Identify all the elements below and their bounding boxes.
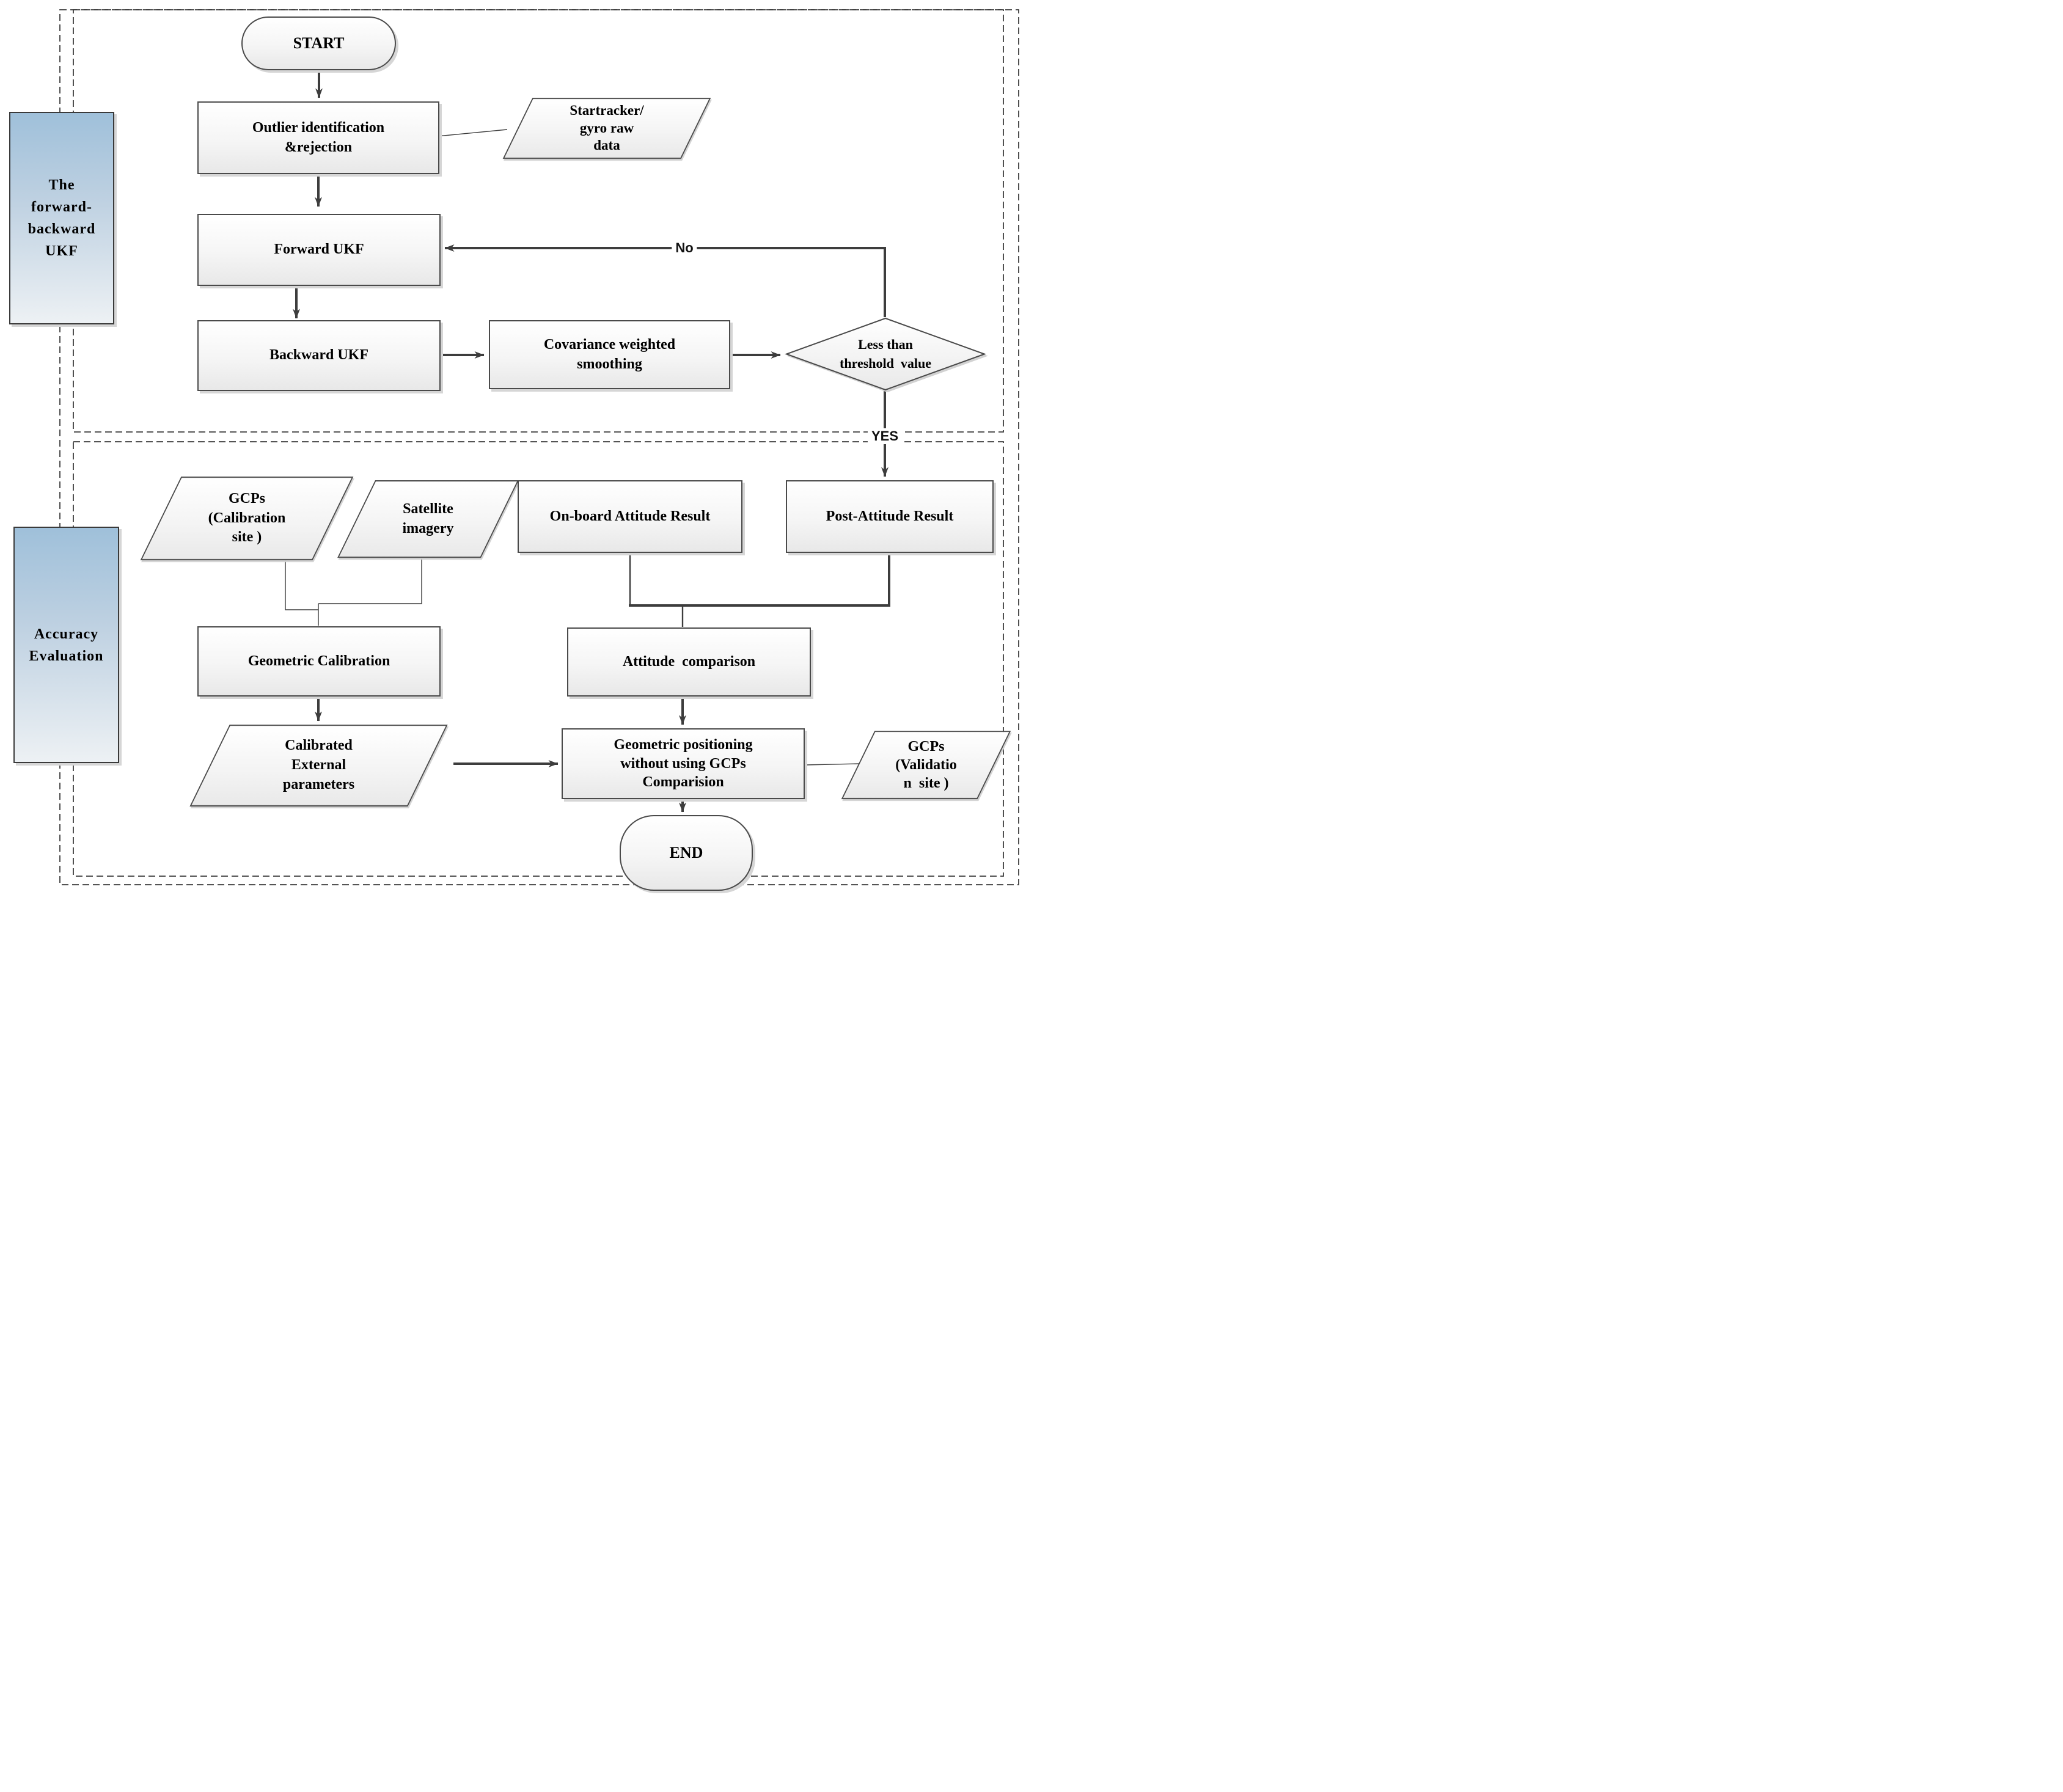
node-gcps-calibration-text: GCPs (Calibration site ) xyxy=(208,490,286,546)
node-gcps-validation-site: GCPs (Validatio n site ) xyxy=(838,731,1014,799)
accuracy-evaluation-section-border xyxy=(73,441,1004,877)
node-forward-ukf: Forward UKF xyxy=(197,214,441,286)
node-backward-ukf-text: Backward UKF xyxy=(269,347,368,364)
edge-label-yes: YES xyxy=(867,428,903,444)
edge-satellite-connector xyxy=(318,558,422,604)
node-end: END xyxy=(620,815,753,891)
node-startracker-gyro-data: Startracker/ gyro raw data xyxy=(497,98,717,159)
edge-label-no: No xyxy=(672,240,697,256)
flowchart-canvas: The forward- backward UKF Accuracy Evalu… xyxy=(0,0,1032,896)
node-calibrated-external-parameters: Calibrated External parameters xyxy=(185,725,452,806)
node-satellite-text: Satellite imagery xyxy=(402,500,454,536)
node-geometric-positioning-text: Geometric positioning without using GCPs… xyxy=(614,736,753,791)
node-attitude-comparison-text: Attitude comparison xyxy=(622,653,756,670)
section-label-accuracy-evaluation: Accuracy Evaluation xyxy=(13,527,119,763)
node-geometric-positioning: Geometric positioning without using GCPs… xyxy=(562,728,805,799)
node-attitude-comparison: Attitude comparison xyxy=(567,627,811,697)
edge-outlier-to-startracker xyxy=(431,129,508,137)
node-outlier-identification: Outlier identification &rejection xyxy=(197,101,439,174)
node-start: START xyxy=(241,16,396,70)
node-satellite-imagery: Satellite imagery xyxy=(335,480,521,558)
edge-geopos-to-gcps-validation xyxy=(804,763,861,766)
node-post-attitude-text: Post-Attitude Result xyxy=(826,508,954,524)
node-end-text: END xyxy=(669,843,703,861)
node-threshold-text: Less than threshold value xyxy=(840,336,931,371)
node-calibrated-params-text: Calibrated External parameters xyxy=(282,737,355,792)
node-startracker-text: Startracker/ gyro raw data xyxy=(570,102,644,153)
diamond-shape xyxy=(785,317,986,391)
node-gcps-calibration-site: GCPs (Calibration site ) xyxy=(137,477,356,560)
node-onboard-attitude-result: On-board Attitude Result xyxy=(518,480,742,553)
edge-gcps-calibration-connector xyxy=(285,560,318,610)
node-gcps-validation-text: GCPs (Validatio n site ) xyxy=(895,739,957,791)
outer-dashed-border xyxy=(59,9,1019,885)
node-covariance-smoothing: Covariance weighted smoothing xyxy=(489,320,730,389)
edge-no-loop-to-forward-ukf xyxy=(444,244,886,317)
node-geometric-calibration: Geometric Calibration xyxy=(197,626,441,697)
node-post-attitude-result: Post-Attitude Result xyxy=(786,480,994,553)
node-threshold-decision: Less than threshold value xyxy=(785,317,986,391)
section-label-text: The forward- backward UKF xyxy=(27,177,96,259)
node-backward-ukf: Backward UKF xyxy=(197,320,441,391)
node-geometric-calibration-text: Geometric Calibration xyxy=(247,653,390,669)
section-label-text: Accuracy Evaluation xyxy=(29,626,104,664)
section-label-forward-backward-ukf: The forward- backward UKF xyxy=(9,112,114,324)
node-outlier-text: Outlier identification &rejection xyxy=(252,119,385,155)
node-forward-ukf-text: Forward UKF xyxy=(274,241,364,258)
node-onboard-text: On-board Attitude Result xyxy=(549,508,711,524)
node-covariance-text: Covariance weighted smoothing xyxy=(543,336,676,372)
node-start-text: START xyxy=(293,34,345,52)
